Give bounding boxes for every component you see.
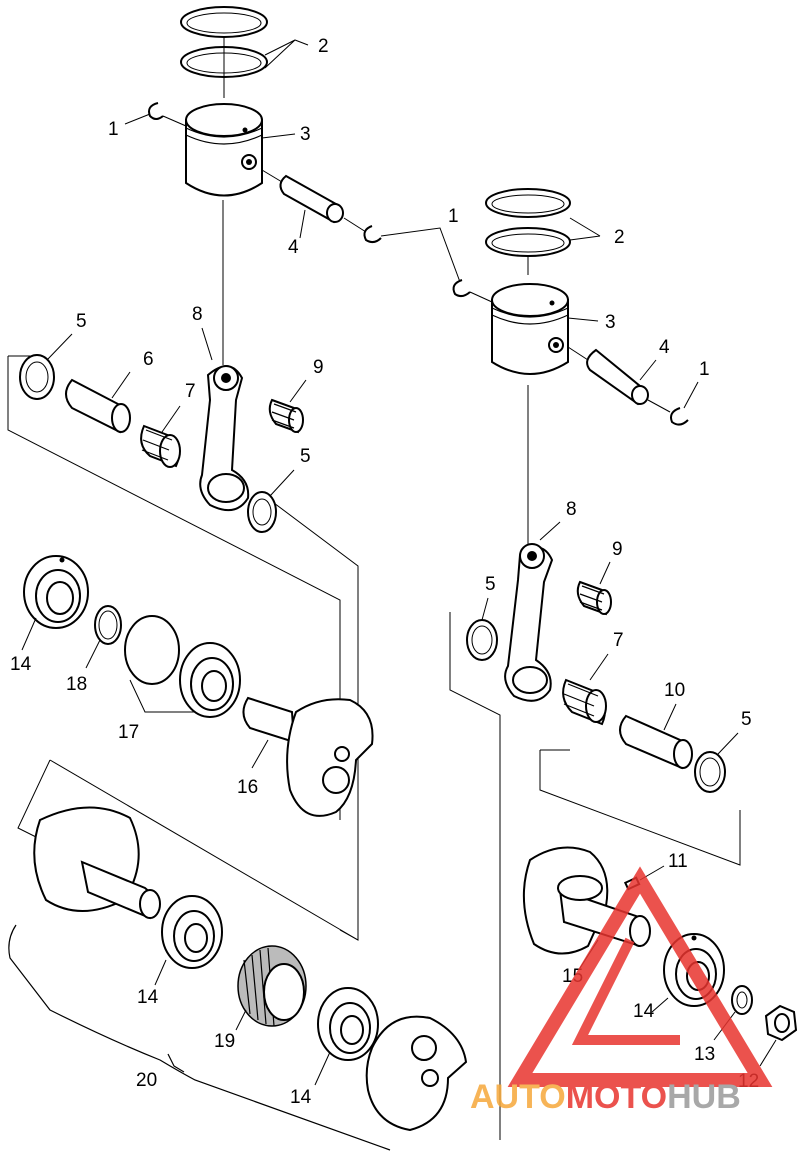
left-wrist-pin: [279, 174, 344, 224]
right-connecting-rod-8: [504, 543, 554, 702]
right-nut-12: [764, 1004, 798, 1042]
left-gear-19: [237, 945, 307, 1027]
left-small-end-bearing-9: [268, 398, 304, 434]
watermark-auto: AUTO: [470, 1078, 566, 1116]
left-thrust-washer-b: [247, 491, 277, 533]
right-circlip-b: [670, 407, 689, 426]
watermark-logo-triangle: [507, 866, 773, 1087]
part-label-l17: 17: [118, 722, 139, 743]
part-label-l9a: 9: [313, 357, 324, 378]
right-thrust-washer-a: [466, 619, 498, 661]
part-label-l13: 13: [694, 1044, 715, 1065]
left-main-bearing-14: [23, 555, 89, 629]
part-label-l5d: 5: [741, 709, 752, 730]
right-needle-bearing-7: [562, 678, 607, 726]
part-label-l7b: 7: [613, 630, 624, 651]
part-label-l11: 11: [668, 851, 688, 872]
part-label-l2b: 2: [614, 227, 625, 248]
left-snap-ring-17: [124, 615, 180, 685]
part-label-l14a: 14: [10, 654, 32, 675]
right-crank-pin-10: [619, 714, 693, 770]
left-connecting-rod-8: [199, 365, 250, 512]
left-seal-ring-18: [94, 605, 122, 645]
left-circlip-a: [148, 102, 164, 120]
part-label-l5b: 5: [300, 446, 311, 467]
part-label-l4a: 4: [288, 237, 299, 258]
part-label-l18: 18: [66, 674, 87, 695]
right-piston-rings: [485, 188, 571, 257]
right-piston: [491, 283, 569, 375]
part-label-l5c: 5: [485, 574, 496, 595]
part-label-l8a: 8: [192, 304, 203, 325]
part-label-l3b: 3: [605, 312, 616, 333]
left-crank-pin-6: [65, 378, 131, 434]
right-thrust-washer-b: [694, 751, 726, 793]
right-wrist-pin: [586, 348, 649, 406]
part-label-l1c: 1: [699, 359, 710, 380]
part-label-l7a: 7: [185, 381, 196, 402]
left-piston: [185, 103, 263, 197]
part-label-l5a: 5: [76, 311, 87, 332]
right-washer-13: [731, 985, 753, 1015]
part-label-l4b: 4: [659, 337, 670, 358]
automotohub-watermark: AUTOMOTOHUB: [470, 866, 773, 1116]
watermark-moto: MOTO: [566, 1078, 667, 1116]
right-small-end-bearing-9: [576, 580, 612, 616]
svg-text:AUTOMOTOHUB: AUTOMOTOHUB: [470, 1078, 741, 1116]
part-label-l14b: 14: [137, 987, 159, 1008]
left-crank-web: [365, 1015, 468, 1132]
part-label-l20: 20: [136, 1070, 157, 1091]
left-thrust-washer-a: [19, 354, 55, 400]
part-label-l19: 19: [214, 1031, 235, 1052]
watermark-hub: HUB: [667, 1078, 741, 1116]
part-label-l14c: 14: [633, 1001, 655, 1022]
part-label-l14d: 14: [290, 1087, 312, 1108]
part-label-l16: 16: [237, 777, 258, 798]
left-needle-bearing-7: [140, 424, 181, 468]
part-label-l3a: 3: [300, 124, 311, 145]
part-label-l8b: 8: [566, 499, 577, 520]
part-label-l1b: 1: [448, 206, 459, 227]
left-bearing-14c: [317, 987, 379, 1061]
left-inner-bearing: [179, 642, 241, 718]
left-crankshaft-assembly: [33, 806, 161, 920]
part-label-l9b: 9: [612, 539, 623, 560]
left-crankshaft-half-16: [242, 696, 374, 817]
left-circlip-b: [363, 225, 382, 244]
part-label-l1a: 1: [108, 119, 119, 140]
part-label-l10: 10: [664, 680, 685, 701]
right-circlip-a: [452, 279, 471, 298]
left-bearing-14b: [161, 895, 223, 969]
part-label-l2a: 2: [318, 36, 329, 57]
right-crankshaft-15: [522, 846, 651, 955]
part-label-l6: 6: [143, 349, 154, 370]
